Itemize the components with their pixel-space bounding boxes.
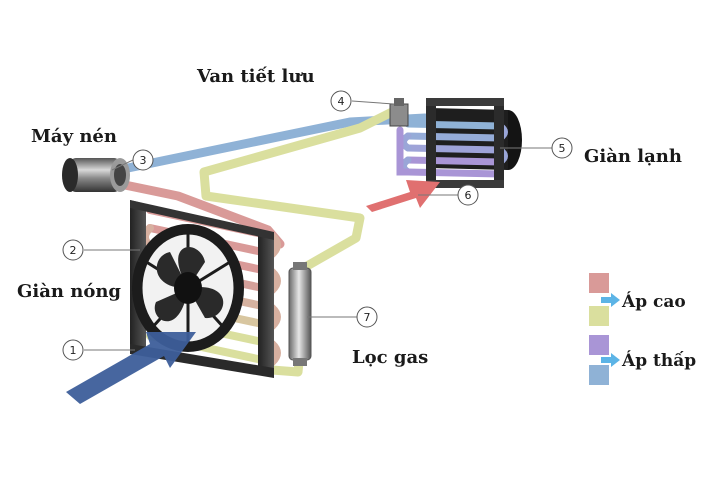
label-filter: Lọc gas — [352, 347, 428, 368]
condenser — [130, 200, 281, 378]
callout-4: 4 — [338, 95, 345, 108]
compressor — [62, 158, 130, 192]
callout-1: 1 — [70, 344, 77, 357]
callout-3-circle — [132, 149, 154, 171]
legend-arrow-high — [601, 293, 620, 307]
label-condenser: Giàn nóng — [17, 281, 121, 302]
legend-high-pressure: Áp cao — [621, 291, 686, 312]
legend-swatch-low-liquid — [589, 335, 609, 355]
suction-pipe — [123, 113, 430, 173]
evaporator — [396, 98, 522, 188]
callout-4-circle — [330, 90, 352, 112]
cool-air-arrow — [66, 332, 196, 404]
callout-5: 5 — [559, 142, 566, 155]
legend-swatch-low-gas — [589, 365, 609, 385]
label-compressor: Máy nén — [31, 126, 117, 147]
callout-6: 6 — [465, 189, 472, 202]
warm-air-arrow — [366, 180, 440, 212]
callout-7-circle — [356, 306, 378, 328]
callout-2-circle — [62, 239, 84, 261]
callout-3: 3 — [140, 154, 147, 167]
callout-5-circle — [551, 137, 573, 159]
expansion-valve — [389, 98, 409, 127]
filter-drier — [288, 262, 312, 366]
callout-6-circle — [457, 184, 479, 206]
callout-1-circle — [62, 339, 84, 361]
condenser-fan — [132, 224, 244, 352]
legend-low-pressure: Áp thấp — [621, 350, 696, 371]
callout-7: 7 — [364, 311, 371, 324]
label-expansion-valve: Van tiết lưu — [196, 65, 315, 87]
legend-swatch-high-gas — [589, 273, 609, 293]
liquid-line-to-valve — [199, 107, 397, 275]
legend-swatch-high-liquid — [589, 306, 609, 326]
label-evaporator: Giàn lạnh — [584, 146, 682, 167]
callout-leaders — [84, 100, 552, 351]
legend-arrow-low — [601, 353, 620, 367]
callout-2: 2 — [70, 244, 77, 257]
legend: Áp cao Áp thấp — [589, 273, 696, 385]
